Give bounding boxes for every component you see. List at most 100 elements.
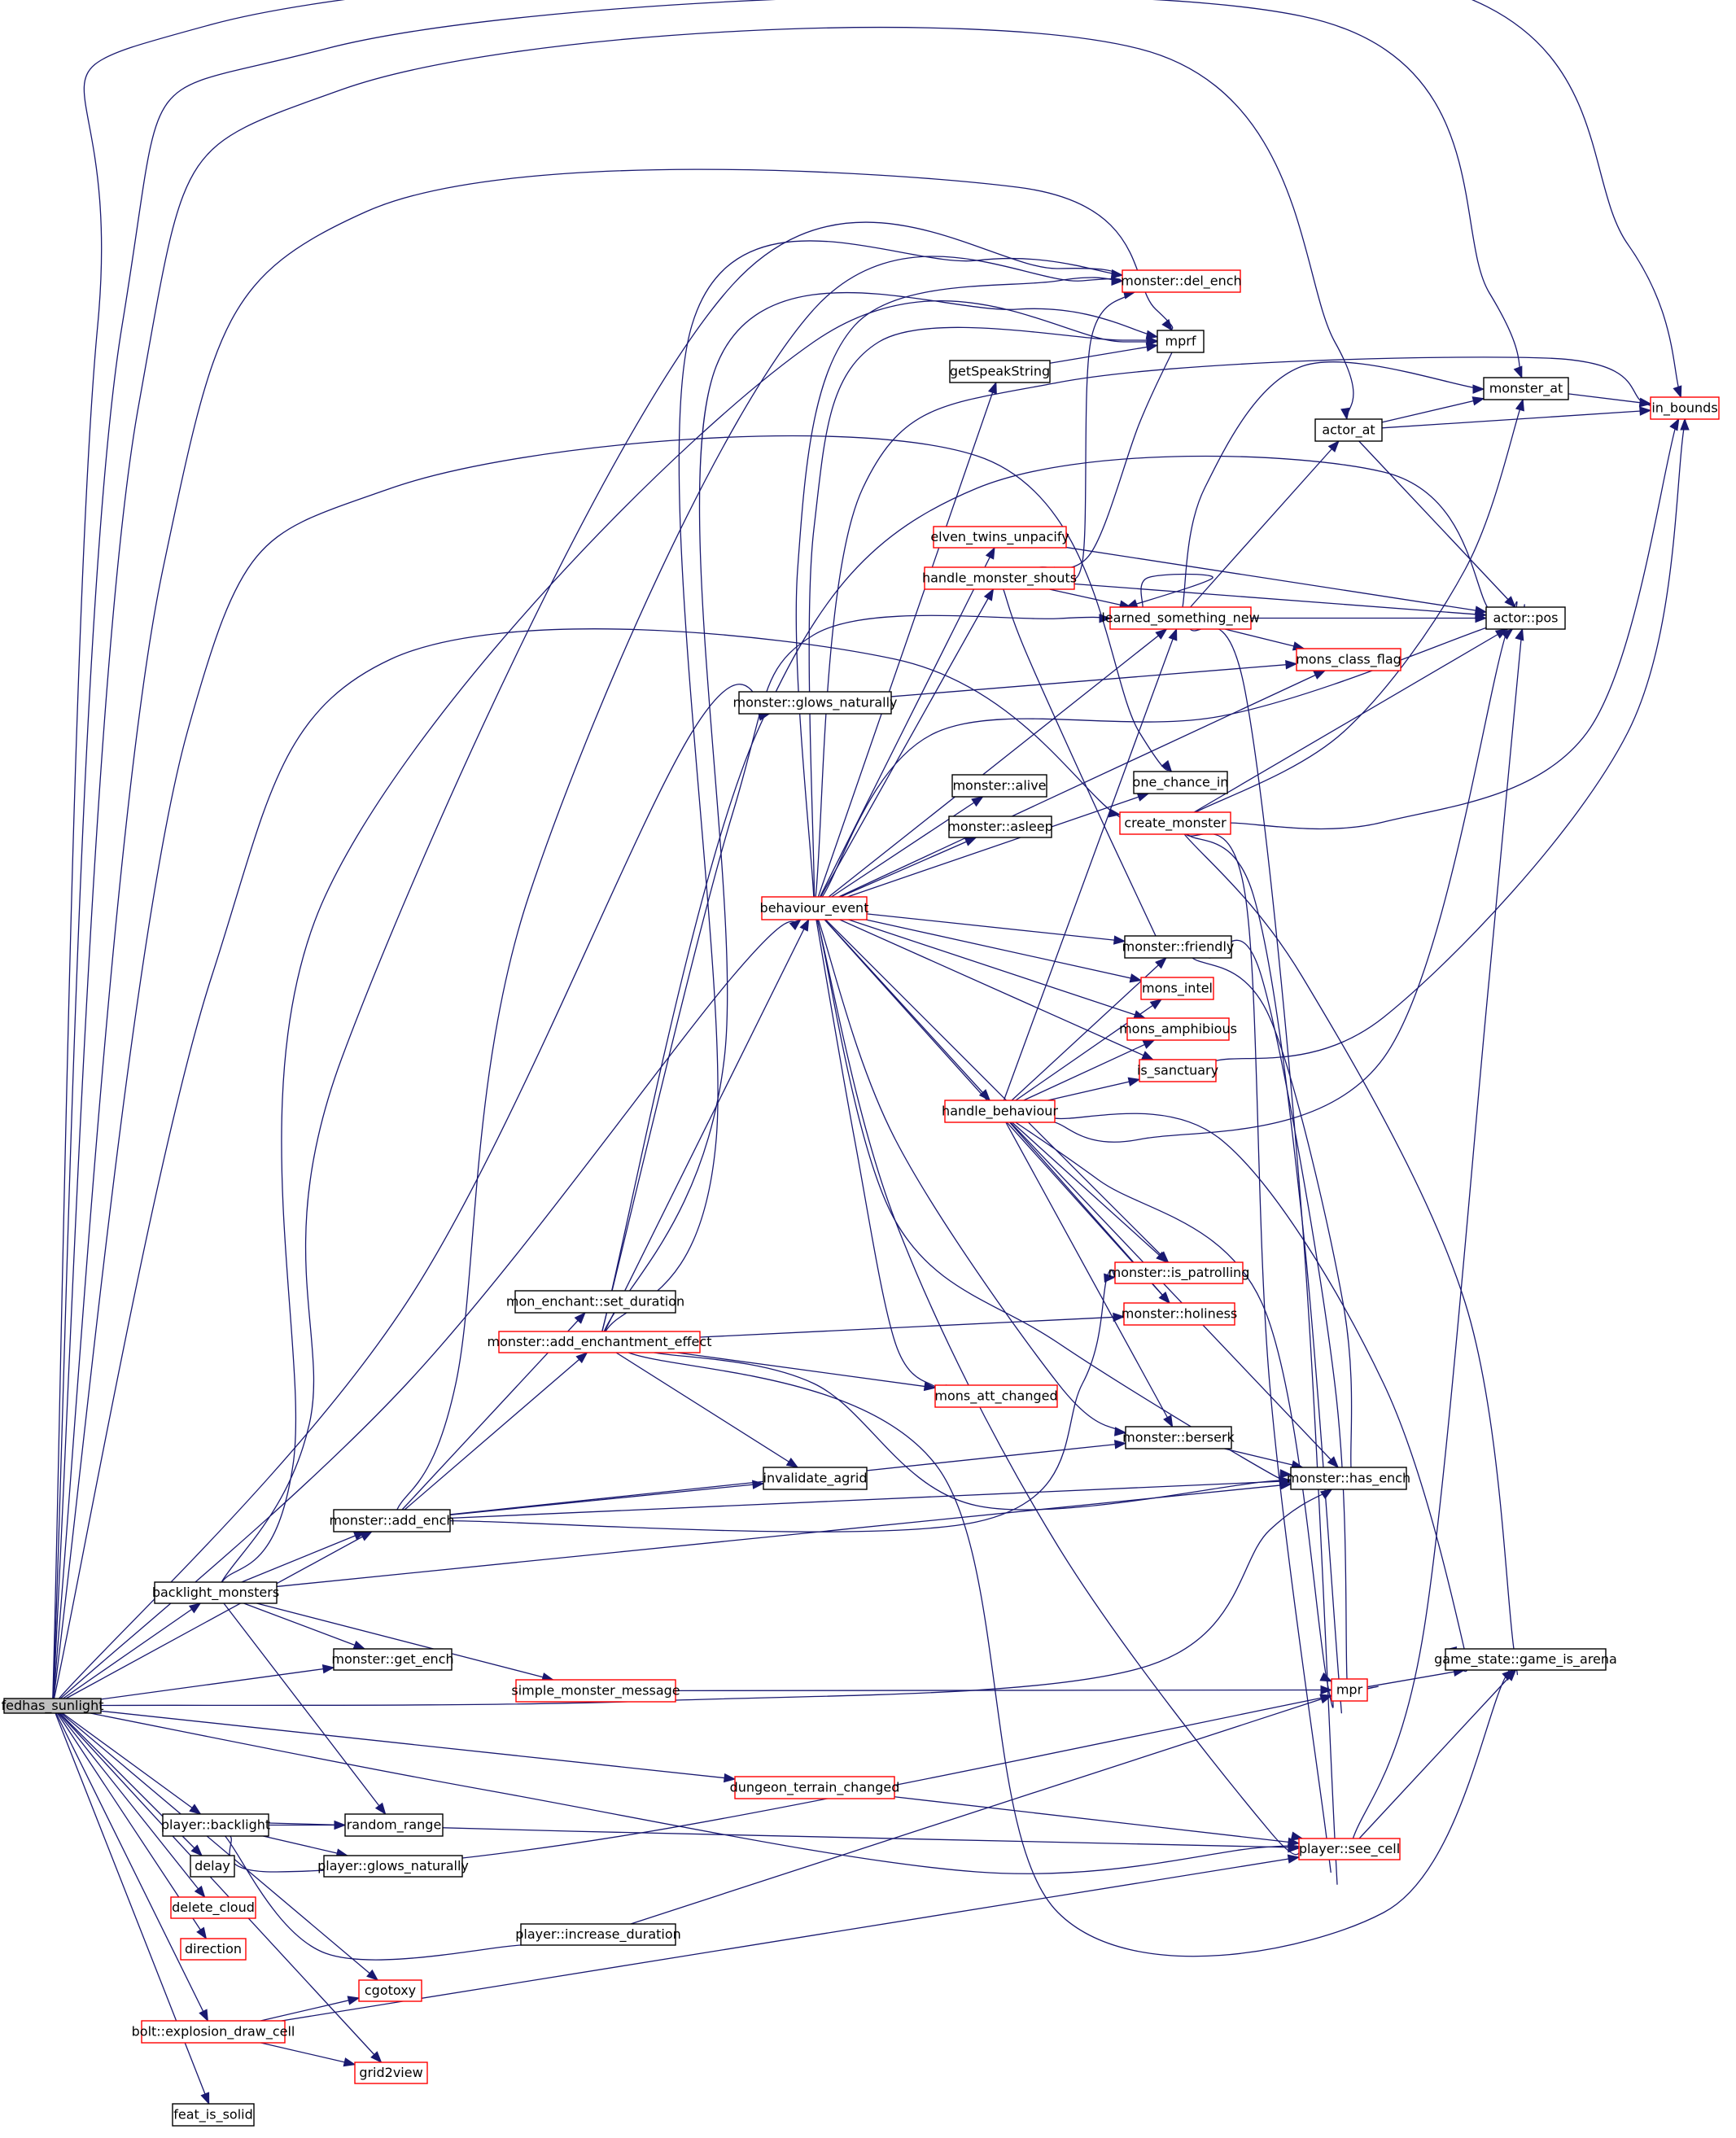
node-box bbox=[1445, 1648, 1607, 1671]
call-edge bbox=[865, 919, 1142, 982]
node-label: mons_att_changed bbox=[934, 1388, 1057, 1405]
call-edge bbox=[260, 1997, 360, 2022]
call-edge bbox=[848, 919, 1146, 1019]
call-edge bbox=[1003, 588, 1161, 946]
node-mprf[interactable]: mprf bbox=[1157, 330, 1205, 353]
node-monster-has-ench[interactable]: monster::has_ench bbox=[1287, 1467, 1410, 1490]
node-monster-alive[interactable]: monster::alive bbox=[951, 774, 1047, 798]
node-elven-twins-unpacify[interactable]: elven_twins_unpacify bbox=[930, 526, 1069, 549]
arrowhead bbox=[1155, 628, 1168, 640]
node-box bbox=[1485, 606, 1566, 630]
arrowhead bbox=[1472, 384, 1485, 394]
node-label: feat_is_solid bbox=[173, 2107, 253, 2123]
arrowhead bbox=[985, 546, 995, 560]
node-in-bounds[interactable]: in_bounds bbox=[1650, 396, 1720, 420]
node-invalidate-agrid[interactable]: invalidate_agrid bbox=[763, 1467, 868, 1490]
node-mons-intel[interactable]: mons_intel bbox=[1140, 977, 1214, 1000]
node-box bbox=[734, 1776, 895, 1799]
arrowhead bbox=[1285, 660, 1298, 670]
node-getSpeakString[interactable]: getSpeakString bbox=[949, 360, 1051, 383]
node-player-increase-duration[interactable]: player::increase_duration bbox=[515, 1923, 681, 1946]
node-monster-asleep[interactable]: monster::asleep bbox=[947, 815, 1053, 838]
node-monster-glows-naturally[interactable]: monster::glows_naturally bbox=[733, 691, 898, 715]
arrowhead bbox=[1125, 599, 1139, 609]
node-box bbox=[1122, 269, 1241, 293]
node-handle-behaviour[interactable]: handle_behaviour bbox=[942, 1100, 1058, 1123]
node-label: monster::berserk bbox=[1122, 1430, 1235, 1445]
node-player-see-cell[interactable]: player::see_cell bbox=[1298, 1838, 1401, 1860]
node-monster-del-ench[interactable]: monster::del_ench bbox=[1121, 269, 1242, 293]
node-monster-add-ench[interactable]: monster::add_ench bbox=[329, 1509, 455, 1532]
call-edge bbox=[816, 919, 1294, 1484]
call-edge bbox=[630, 1695, 1332, 1925]
call-edge bbox=[817, 382, 997, 898]
node-player-backlight[interactable]: player::backlight bbox=[161, 1813, 270, 1837]
node-player-glows-naturally[interactable]: player::glows_naturally bbox=[317, 1855, 469, 1878]
node-box bbox=[1139, 1059, 1217, 1082]
arrowhead bbox=[1156, 1251, 1169, 1263]
node-grid2view[interactable]: grid2view bbox=[354, 2061, 428, 2084]
node-direction[interactable]: direction bbox=[180, 1938, 247, 1961]
node-delete-cloud[interactable]: delete_cloud bbox=[170, 1896, 256, 1919]
node-learned-something-new[interactable]: learned_something_new bbox=[1101, 606, 1260, 630]
arrowhead bbox=[1113, 1312, 1126, 1323]
node-random-range[interactable]: random_range bbox=[344, 1813, 444, 1837]
call-edge bbox=[1215, 398, 1690, 1061]
arrowhead bbox=[189, 1804, 202, 1815]
call-edge bbox=[894, 1796, 1300, 1844]
call-edge bbox=[1381, 409, 1651, 429]
node-monster-holiness[interactable]: monster::holiness bbox=[1122, 1302, 1238, 1326]
node-monster-add-enchantment-effect[interactable]: monster::add_enchantment_effect bbox=[488, 1331, 712, 1353]
node-box bbox=[1123, 1302, 1235, 1326]
node-mons-amphibious[interactable]: mons_amphibious bbox=[1119, 1017, 1237, 1041]
node-box bbox=[949, 360, 1051, 383]
node-mons-class-flag[interactable]: mons_class_flag bbox=[1296, 648, 1401, 671]
node-cgotoxy[interactable]: cgotoxy bbox=[358, 1979, 422, 2002]
node-simple-monster-message[interactable]: simple_monster_message bbox=[511, 1679, 680, 1703]
node-monster-friendly[interactable]: monster::friendly bbox=[1122, 935, 1235, 959]
call-edge bbox=[1054, 1113, 1468, 1672]
call-edge bbox=[281, 1856, 1300, 2022]
node-monster-at[interactable]: monster_at bbox=[1483, 377, 1569, 400]
call-edge bbox=[52, 0, 1523, 1699]
node-box bbox=[738, 691, 892, 715]
node-game-state-game-is-arena[interactable]: game_state::game_is_arena bbox=[1434, 1648, 1617, 1671]
node-box bbox=[344, 1813, 444, 1837]
node-behaviour-event[interactable]: behaviour_event bbox=[760, 896, 869, 920]
arrowhead bbox=[574, 1311, 586, 1324]
node-label: mons_intel bbox=[1142, 981, 1213, 997]
node-mons-att-changed[interactable]: mons_att_changed bbox=[934, 1384, 1058, 1408]
call-edge bbox=[263, 1835, 348, 1856]
arrowhead bbox=[1513, 365, 1523, 379]
node-bolt-explosion-draw-cell[interactable]: bolt::explosion_draw_cell bbox=[132, 2020, 295, 2044]
node-one-chance-in[interactable]: one_chance_in bbox=[1133, 771, 1229, 794]
node-monster-is-patrolling[interactable]: monster::is_patrolling bbox=[1109, 1261, 1250, 1284]
node-mpr[interactable]: mpr bbox=[1331, 1678, 1368, 1702]
node-box bbox=[333, 1509, 451, 1532]
node-fedhas-sunlight[interactable]: fedhas_sunlight bbox=[2, 1698, 104, 1714]
node-dungeon-terrain-changed[interactable]: dungeon_terrain_changed bbox=[730, 1776, 900, 1799]
node-feat-is-solid[interactable]: feat_is_solid bbox=[172, 2103, 255, 2127]
arrowhead bbox=[1145, 342, 1159, 352]
node-is-sanctuary[interactable]: is_sanctuary bbox=[1137, 1059, 1218, 1082]
call-edge bbox=[1193, 628, 1507, 813]
node-monster-berserk[interactable]: monster::berserk bbox=[1122, 1426, 1235, 1449]
node-create-monster[interactable]: create_monster bbox=[1119, 811, 1231, 835]
call-edge bbox=[699, 1316, 1125, 1338]
node-label: monster::asleep bbox=[947, 819, 1052, 834]
call-edge bbox=[62, 1712, 201, 1815]
call-edge bbox=[1012, 1121, 1168, 1263]
node-backlight-monsters[interactable]: backlight_monsters bbox=[152, 1581, 279, 1604]
arrowhead bbox=[1287, 1854, 1301, 1864]
node-actor-at[interactable]: actor_at bbox=[1314, 418, 1383, 442]
node-delay[interactable]: delay bbox=[190, 1855, 235, 1878]
node-actor-pos[interactable]: actor::pos bbox=[1485, 606, 1566, 630]
node-handle-monster-shouts[interactable]: handle_monster_shouts bbox=[922, 566, 1077, 590]
node-box bbox=[354, 2061, 428, 2084]
node-mon-enchant-set-duration[interactable]: mon_enchant::set_duration bbox=[506, 1290, 684, 1314]
arrowhead bbox=[1673, 385, 1682, 399]
arrowhead bbox=[1161, 318, 1173, 332]
node-label: fedhas_sunlight bbox=[2, 1698, 104, 1714]
node-monster-get-ench[interactable]: monster::get_ench bbox=[331, 1648, 454, 1671]
arrowhead bbox=[360, 1531, 373, 1541]
